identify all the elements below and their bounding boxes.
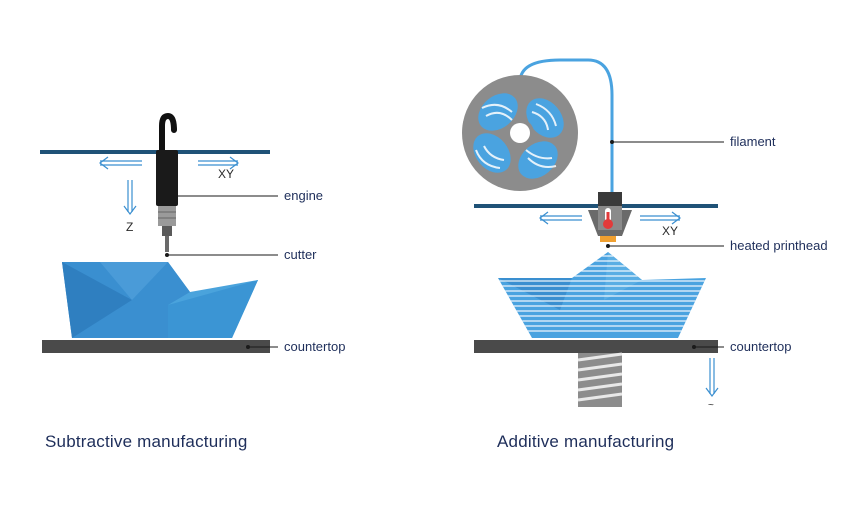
z-axis-label: Z [126,220,134,234]
z-axis-label: ~ [708,400,714,411]
gantry-rail [474,204,718,208]
filament-label: filament [730,134,776,149]
additive-section [462,58,724,407]
xy-axis-label: XY [218,167,235,181]
countertop-label: countertop [284,339,346,354]
engine-label: engine [284,188,324,203]
subtractive-section [40,112,278,353]
printed-boat [498,252,706,338]
countertop [42,340,270,353]
heated-printhead-label: heated printhead [730,238,828,253]
xy-arrows [99,156,239,170]
filament-spool [462,75,578,191]
countertop [474,340,718,353]
z-arrow [123,180,137,215]
cutter-label: cutter [284,247,317,262]
lead-screw [577,352,623,407]
engine-spindle [156,112,178,252]
heated-printhead [588,192,632,242]
additive-caption: Additive manufacturing [497,432,675,451]
subtractive-caption: Subtractive manufacturing [45,432,248,451]
leader-lines [606,140,724,349]
filament-line [518,58,614,196]
xy-arrows [539,211,681,225]
countertop-label: countertop [730,339,792,354]
leader-lines [165,194,278,349]
xy-axis-label: XY [662,224,679,238]
boat-workpiece [62,262,258,338]
z-arrow [705,358,719,397]
gantry-rail [40,150,270,154]
